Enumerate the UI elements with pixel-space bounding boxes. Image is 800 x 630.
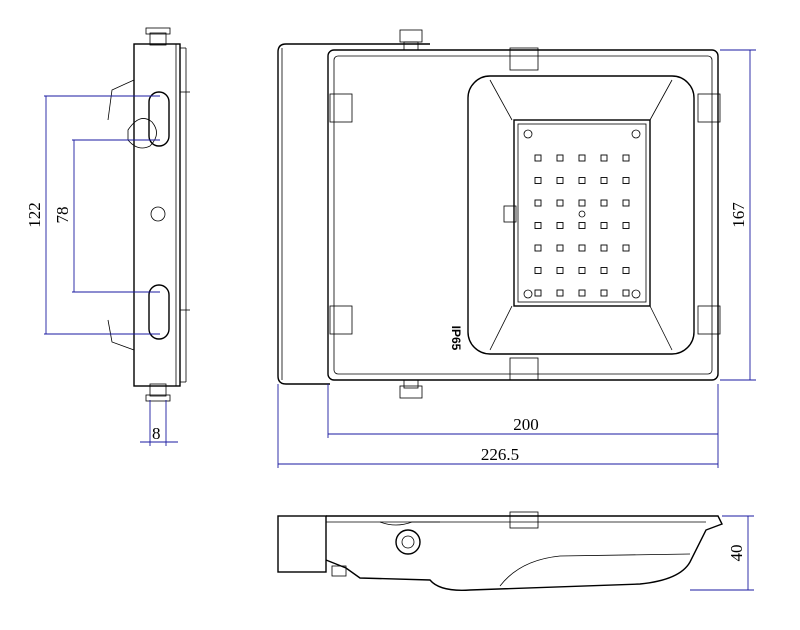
led-chip <box>578 199 586 207</box>
dim-slot-inner: 78 <box>53 207 72 224</box>
dim-housing-height: 167 <box>729 202 748 228</box>
front-view <box>277 29 721 399</box>
dim-slot-outer: 122 <box>25 202 44 228</box>
led-chip <box>556 244 564 252</box>
dim-167-lines <box>720 49 756 381</box>
led-chip <box>622 244 630 252</box>
led-chip <box>578 244 586 252</box>
led-chip <box>534 199 542 207</box>
side-view <box>44 27 190 446</box>
led-chip <box>556 289 564 297</box>
led-chip <box>622 154 630 162</box>
led-chip <box>578 222 586 229</box>
led-chip <box>600 267 608 274</box>
dim-depth: 40 <box>727 545 746 562</box>
led-chip <box>534 222 542 229</box>
led-chip <box>534 289 542 297</box>
led-chip <box>578 267 586 274</box>
led-chip <box>622 199 630 207</box>
led-chip <box>556 199 564 207</box>
ip-rating-mark: IP65 <box>449 326 463 351</box>
led-chip <box>578 154 586 162</box>
led-chip <box>622 222 630 229</box>
dim-200-lines <box>327 384 719 438</box>
led-chip <box>556 177 564 184</box>
led-chip <box>556 154 564 162</box>
led-chip <box>534 154 542 162</box>
led-chip <box>622 177 630 184</box>
bottom-view <box>277 511 754 591</box>
led-chip <box>622 289 630 297</box>
dim-226-lines <box>277 384 719 468</box>
led-chip <box>600 222 608 229</box>
dim-overall-width: 226.5 <box>481 445 519 464</box>
led-chip <box>534 177 542 184</box>
led-chip <box>578 177 586 184</box>
led-chip <box>600 244 608 252</box>
led-chip <box>534 244 542 252</box>
led-chip <box>556 222 564 229</box>
led-chip <box>600 154 608 162</box>
led-chip <box>600 199 608 207</box>
led-chip <box>600 289 608 297</box>
led-chip <box>556 267 564 274</box>
led-chip <box>578 289 586 297</box>
dim-bracket-width: 8 <box>152 424 161 443</box>
led-chip <box>600 177 608 184</box>
led-chip <box>622 267 630 274</box>
led-chip <box>534 267 542 274</box>
dim-lamp-width: 200 <box>513 415 539 434</box>
led-grid <box>534 154 630 297</box>
